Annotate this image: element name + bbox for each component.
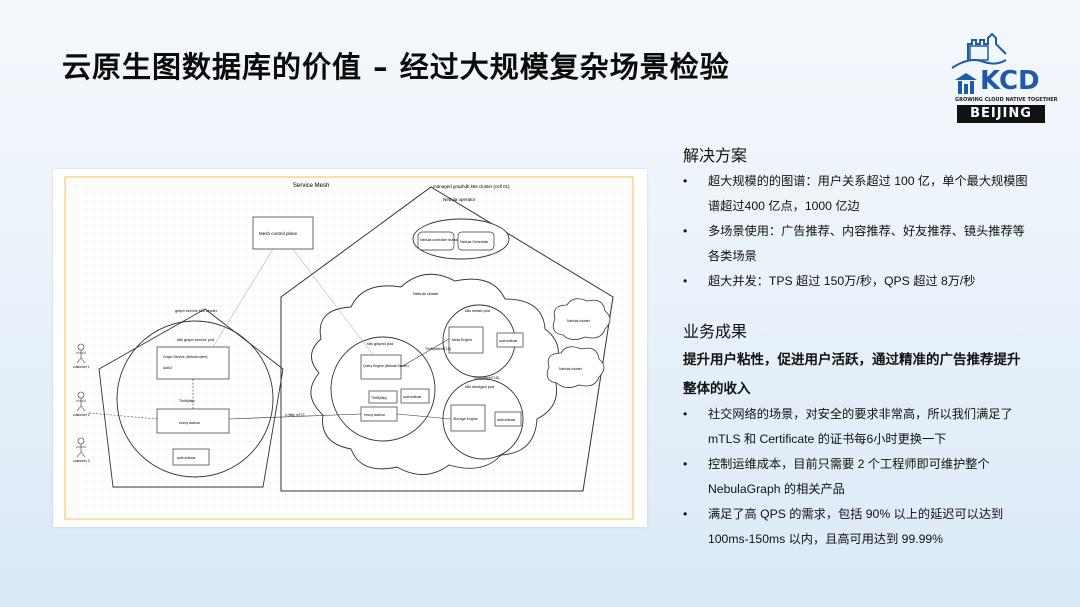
- graphd-thrift-label: Thrift(http): [371, 396, 387, 400]
- nebula-scheduler-label: Nebula Scheduler: [460, 240, 489, 244]
- graph-service-auth-label: auth sidecar: [177, 456, 196, 460]
- graph-service-thrift-label: Thrift(http): [179, 399, 195, 403]
- graph-service-box: [156, 346, 230, 380]
- graph-service-pentagon: [98, 308, 284, 488]
- nebula-controller-label: Nebula controller manager: [420, 238, 463, 242]
- storage-engine-box: [450, 404, 486, 432]
- kcd-logo: KCD GROWING CLOUD NATIVE TOGETHER BEIJIN…: [950, 30, 1058, 125]
- customer-2-icon: [76, 391, 86, 412]
- storaged-auth-sidecar-label: auth sidecar: [497, 418, 516, 422]
- meta-engine-box: [448, 326, 484, 354]
- metad-pod-label: k8s metad pod: [465, 309, 490, 313]
- graph-service-envoy-label: envoy sidecar: [179, 421, 201, 425]
- solution-heading: 解决方案: [683, 148, 748, 165]
- nebula-cluster-label: Nebula cluster: [413, 291, 439, 296]
- nebula-scheduler-box: [457, 231, 495, 251]
- http-mtls-label: h (http) mTLS: [285, 413, 305, 417]
- metad-auth-sidecar-label: auth sidecar: [499, 339, 518, 343]
- great-wall-icon: [951, 32, 1007, 69]
- diagram-title: Service Mesh: [293, 183, 329, 189]
- nebula-controller-box: [417, 231, 455, 251]
- nebula-cluster-cloud-3: [546, 346, 605, 388]
- results-list: 社交网络的场景，对安全的要求非常高，所以我们满足了 mTLS 和 Certifi…: [683, 402, 1033, 552]
- managed-cluster-label: managed graphdb k8s cluster (cell 01): [433, 184, 510, 189]
- graph-service-cluster-label: graph service k8s cluster: [175, 309, 218, 313]
- customer-1-label: customer 1: [73, 365, 90, 369]
- logo-name: KCD: [980, 66, 1040, 96]
- customer-2-label: customer 2: [73, 413, 90, 417]
- graphd-auth-sidecar-box: [400, 388, 430, 404]
- architecture-diagram: Service Mesh managed graphdb k8s cluster…: [53, 169, 647, 527]
- mesh-control-plane-box: [252, 216, 314, 250]
- list-item: 满足了高 QPS 的需求，包括 90% 以上的延迟可以达到 100ms-150m…: [683, 502, 1033, 552]
- graphd-auth-sidecar-label: auth sidecar: [403, 395, 422, 399]
- list-item: 社交网络的场景，对安全的要求非常高，所以我们满足了 mTLS 和 Certifi…: [683, 402, 1033, 452]
- graph-service-pod-circle: [116, 320, 274, 478]
- graphd-envoy-label: envoy sidecar: [364, 413, 386, 417]
- logo-tagline: GROWING CLOUD NATIVE TOGETHER: [955, 97, 1058, 103]
- temple-icon: [955, 73, 977, 94]
- customer-1-icon: [76, 343, 86, 364]
- nebula-cluster-label-2: Nebula cluster: [567, 319, 591, 323]
- nebula-cluster-label-3: Nebula cluster: [559, 367, 583, 371]
- customer-3-label: customer 3: [73, 459, 90, 463]
- thrift-mtls-label-1: Thrift(mtls/mTLS): [425, 347, 451, 351]
- list-item: 多场景使用：广告推荐、内容推荐、好友推荐、镜头推荐等各类场景: [683, 219, 1033, 269]
- query-engine-label: Query Engine (Nebula Server): [363, 364, 409, 368]
- slide-title: 云原生图数据库的价值 – 经过大规模复杂场景检验: [62, 50, 730, 84]
- thrift-mtls-label-2: Thrift(mtls/mTLS): [473, 376, 499, 380]
- storage-engine-label: Storage Engine: [453, 417, 478, 421]
- list-item: 控制运维成本，目前只需要 2 个工程师即可维护整个 NebulaGraph 的相…: [683, 452, 1033, 502]
- nebula-cluster-cloud-2: [552, 298, 611, 340]
- solution-list: 超大规模的的图谱：用户关系超过 100 亿，单个最大规模图谱超过400 亿点，1…: [683, 169, 1033, 294]
- list-item: 超大规模的的图谱：用户关系超过 100 亿，单个最大规模图谱超过400 亿点，1…: [683, 169, 1033, 219]
- managed-cluster-pentagon: [280, 186, 614, 492]
- results-summary: 提升用户粘性，促进用户活跃，通过精准的广告推荐提升整体的收入: [683, 352, 1021, 397]
- nebula-operator-label: Nebula operator: [443, 197, 476, 202]
- results-heading: 业务成果: [683, 324, 748, 341]
- mesh-control-plane-label: Mesh control plane: [259, 231, 298, 236]
- list-item: 超大并发：TPS 超过 150万/秒，QPS 超过 8万/秒: [683, 269, 1033, 294]
- query-engine-box: [360, 354, 402, 380]
- graph-service-auth-box: [172, 448, 210, 466]
- graph-service-pod-label: k8s graph service pod: [177, 338, 214, 342]
- graph-service-label: Graph Service (Nebula client): [163, 355, 207, 359]
- storaged-pod-label: k8s storaged pod: [465, 385, 494, 389]
- logo-city: BEIJING: [957, 105, 1045, 123]
- graph-service-envoy-box: [156, 408, 230, 434]
- graphd-pod-label: k8s graphd pod: [367, 342, 393, 346]
- storaged-auth-sidecar-box: [494, 411, 522, 427]
- authz-label: AuthZ: [163, 366, 172, 370]
- graphd-thrift-box: [368, 390, 398, 404]
- customer-3-icon: [76, 437, 86, 458]
- metad-auth-sidecar-box: [496, 332, 524, 348]
- meta-engine-label: Meta Engine: [452, 338, 472, 342]
